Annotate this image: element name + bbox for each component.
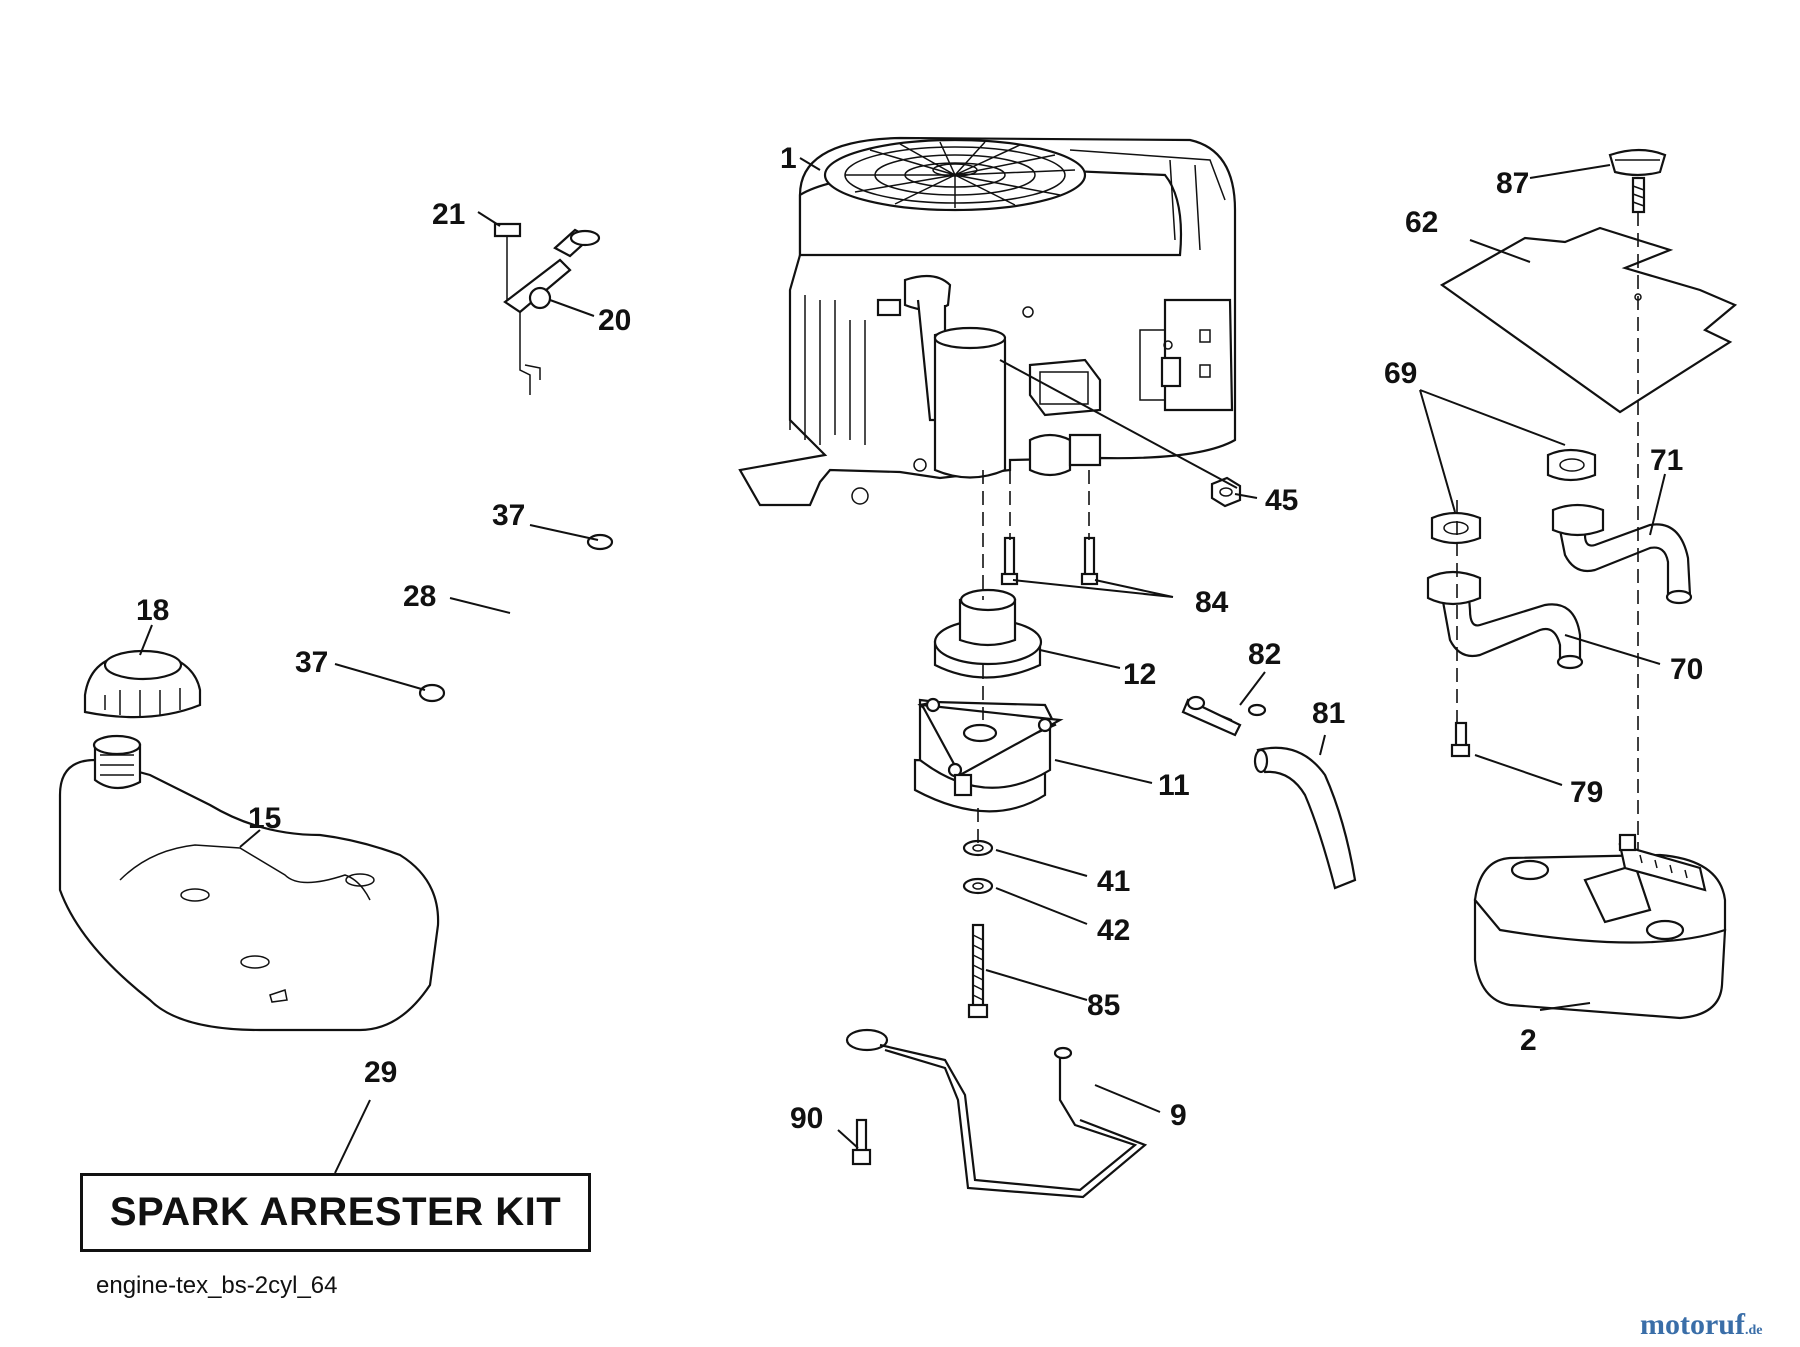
gaskets-drawing — [1430, 448, 1597, 545]
fuel-line-drawing — [418, 533, 614, 703]
callout-15: 15 — [248, 802, 281, 835]
spark-arrester-kit-label: SPARK ARRESTER KIT — [109, 1190, 562, 1234]
callout-numbers: 1 2 9 11 12 15 18 20 21 28 29 37 37 41 4… — [136, 142, 1703, 1135]
fuel-tank-drawing — [58, 734, 440, 1032]
throttle-control-drawing — [493, 222, 601, 395]
callout-11: 11 — [1158, 769, 1190, 802]
callout-45: 45 — [1265, 484, 1298, 517]
callout-79: 79 — [1570, 776, 1603, 809]
callout-28: 28 — [403, 580, 436, 613]
engine-drawing — [738, 136, 1237, 507]
pulley-drawing — [933, 588, 1043, 679]
callout-81: 81 — [1312, 697, 1345, 730]
callout-71: 71 — [1650, 444, 1683, 477]
heat-shield-drawing — [1439, 148, 1738, 414]
callout-62: 62 — [1405, 206, 1438, 239]
screw-79-drawing — [1450, 721, 1471, 758]
callout-82: 82 — [1248, 638, 1281, 671]
washer-bolt-stack-drawing — [962, 839, 994, 1019]
callout-37-bottom: 37 — [295, 646, 328, 679]
fitting-hose-drawing — [1181, 695, 1357, 890]
callout-70: 70 — [1670, 653, 1703, 686]
bolts-84-drawing — [1000, 536, 1099, 586]
callout-87: 87 — [1496, 167, 1529, 200]
watermark-text: motoruf — [1640, 1308, 1745, 1341]
watermark-logo: motoruf.de — [1640, 1308, 1762, 1342]
callout-20: 20 — [598, 304, 631, 337]
callout-37-top: 37 — [492, 499, 525, 532]
fuel-cap-drawing — [83, 649, 202, 719]
callout-85: 85 — [1087, 989, 1120, 1022]
callout-90: 90 — [790, 1102, 823, 1135]
clutch-drawing — [913, 697, 1064, 813]
spark-arrester-kit-box: SPARK ARRESTER KIT — [80, 1173, 591, 1252]
callout-42: 42 — [1097, 914, 1130, 947]
callout-41: 41 — [1097, 865, 1130, 898]
callout-12: 12 — [1123, 658, 1156, 691]
callout-18: 18 — [136, 594, 169, 627]
exhaust-pipes-drawing — [1426, 503, 1693, 670]
drawing-id-label: engine-tex_bs-2cyl_64 — [96, 1272, 338, 1299]
leader-lines — [139, 157, 1666, 1174]
callout-1: 1 — [780, 142, 797, 175]
callout-29: 29 — [364, 1056, 397, 1089]
alignment-lines — [977, 212, 1639, 850]
muffler-drawing — [1473, 833, 1727, 1020]
watermark-tld: .de — [1744, 1323, 1763, 1338]
callout-2: 2 — [1520, 1024, 1537, 1057]
callout-9: 9 — [1170, 1099, 1187, 1132]
bracket-drawing — [845, 1028, 1148, 1199]
callout-69: 69 — [1384, 357, 1417, 390]
callout-21: 21 — [432, 198, 465, 231]
callout-84: 84 — [1195, 586, 1229, 619]
